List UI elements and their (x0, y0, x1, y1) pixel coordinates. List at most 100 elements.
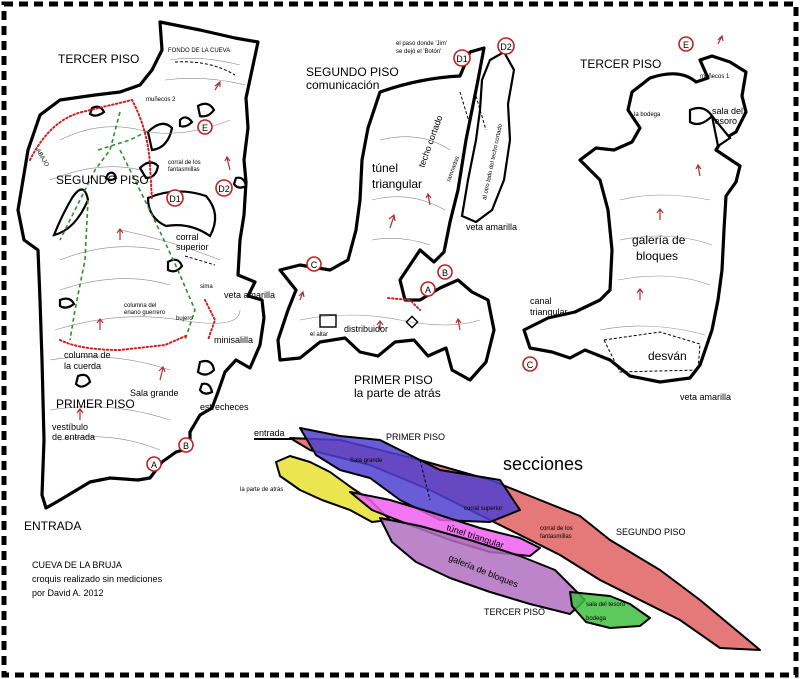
station-label: D1 (169, 194, 181, 204)
credits-author: por David A. 2012 (32, 588, 104, 598)
area-label: triangular (372, 177, 422, 191)
section-galeria-bloques (379, 517, 586, 615)
credits-subtitle: croquis realizado sin mediciones (32, 574, 163, 584)
cross-sections (254, 427, 761, 651)
area-label: estrecheces (200, 402, 249, 412)
middle-side-passage (460, 50, 516, 224)
area-label: la bodega (634, 112, 661, 118)
area-label: fantasmillas (168, 167, 200, 173)
level-label: TERCER PISO (58, 52, 139, 66)
area-label: columna del (124, 303, 156, 309)
right-cave-outline (522, 54, 748, 384)
right-pillar (710, 115, 732, 148)
area-label: corral (176, 232, 199, 242)
survey-stations: E D1 D2 A B D1 D2 C B A E C (146, 36, 694, 472)
entrance-label: ENTRADA (24, 519, 81, 533)
note-label: el paso donde 'Jim' (396, 41, 447, 47)
area-label: FONDO DE LA CUEVA (168, 48, 230, 54)
section-label: fantasmillas (540, 534, 572, 540)
area-label: veta amarilla (466, 222, 517, 232)
station-marker (146, 456, 162, 472)
area-label: Sala grande (130, 388, 179, 398)
section-label: bodega (586, 616, 607, 622)
middle-plan-view (276, 46, 516, 382)
area-label: desván (648, 349, 687, 363)
pillar (198, 382, 214, 395)
area-label: veta amarilla (224, 290, 275, 300)
section-primer-piso (299, 427, 521, 523)
area-label: muñecos 2 (146, 97, 176, 103)
station-marker (522, 356, 538, 372)
station-label: E (683, 40, 689, 50)
section-sala-tesoro (569, 591, 651, 629)
level-label: PRIMER PISO (354, 373, 433, 387)
credits-block: CUEVA DE LA BRUJA croquis realizado sin … (32, 560, 163, 598)
station-label: D1 (456, 54, 468, 64)
section-label: SEGUNDO PISO (616, 527, 686, 537)
level-label: comunicación (306, 78, 379, 92)
area-label: sima (200, 284, 213, 290)
level-label: SEGUNDO PISO (306, 65, 399, 79)
section-label: corral de los (540, 526, 573, 532)
route-path (59, 111, 196, 341)
area-label: distribuidor (344, 324, 388, 334)
area-label: columna de (64, 350, 111, 360)
pillar (58, 297, 76, 309)
area-label: muñecos 1 (700, 74, 730, 80)
station-marker (437, 264, 453, 280)
area-label: galería de (632, 233, 686, 247)
middle-cave-outline (276, 46, 496, 382)
pillar (146, 122, 174, 152)
area-label: sala del (712, 106, 743, 116)
station-label: C (311, 260, 318, 270)
area-label: la cuerda (64, 361, 101, 371)
station-marker (215, 179, 233, 197)
section-label: entrada (254, 428, 285, 438)
station-label: A (151, 460, 157, 470)
area-label: canal (530, 296, 552, 306)
area-label: el altar (310, 332, 328, 338)
altar-marker (319, 314, 337, 328)
pillar (178, 116, 194, 128)
area-label: de entrada (52, 432, 95, 442)
right-plan-view (522, 34, 748, 384)
station-marker (420, 281, 436, 297)
level-label: TERCER PISO (580, 57, 661, 71)
station-marker (453, 49, 471, 67)
station-label: A (425, 285, 431, 295)
section-label: sala del tesoro (586, 602, 626, 608)
area-label: minisalilla (214, 335, 253, 345)
level-label: SEGUNDO PISO (56, 173, 149, 187)
area-label: bujero (176, 316, 193, 322)
left-plan-view (16, 20, 266, 510)
station-marker (306, 256, 322, 272)
station-label: E (202, 123, 208, 133)
area-label: veta amarilla (680, 392, 731, 402)
area-label: enano guerrero (124, 310, 166, 316)
pillar (138, 161, 160, 180)
right-map-labels: TERCER PISO muñecos 1 la bodega sala del… (530, 57, 743, 402)
area-label: superior (176, 242, 209, 252)
section-label: PRIMER PISO (386, 432, 445, 442)
level-label: la parte de atrás (354, 386, 441, 400)
level-label: PRIMER PISO (56, 397, 135, 411)
area-label: vestíbulo (52, 422, 88, 432)
station-label: D2 (218, 184, 230, 194)
station-label: B (183, 441, 189, 451)
area-label: túnel (372, 161, 398, 175)
area-label: tesoro (712, 116, 737, 126)
area-label: triangular (530, 307, 568, 317)
pillar (74, 373, 92, 388)
pillar (196, 359, 216, 376)
pillar (196, 102, 216, 118)
station-label: D2 (500, 42, 512, 52)
area-label: bloques (636, 249, 678, 263)
section-label: corral superior (464, 506, 502, 512)
section-label: la parte de atrás (240, 487, 283, 493)
pillar (104, 171, 118, 182)
station-marker (678, 36, 694, 52)
station-marker (166, 189, 184, 207)
section-title: secciones (503, 454, 583, 474)
